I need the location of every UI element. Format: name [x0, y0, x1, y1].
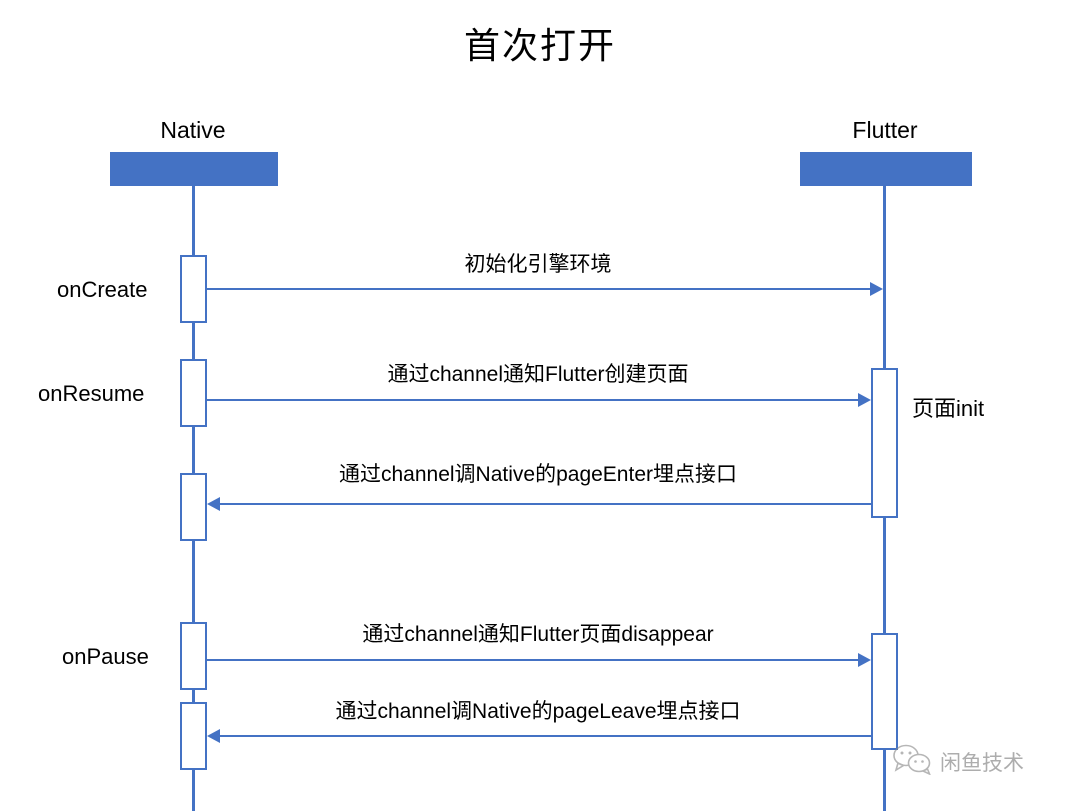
- side-label-page-init: 页面init: [912, 396, 985, 421]
- message-label-page-disappear: 通过channel通知Flutter页面disappear: [362, 623, 714, 646]
- activation-native-on-create: [180, 255, 207, 323]
- wechat-bubble-icon: [893, 743, 931, 780]
- message-label-init-engine: 初始化引擎环境: [464, 253, 612, 276]
- activation-native-page-leave: [180, 702, 207, 770]
- activation-native-on-resume: [180, 359, 207, 427]
- message-line-init-engine: [207, 288, 877, 290]
- message-line-notify-create-page: [207, 399, 865, 401]
- activation-flutter-page-disappear: [871, 633, 898, 750]
- activation-native-on-pause: [180, 622, 207, 690]
- participant-header-flutter: [800, 152, 972, 186]
- message-label-notify-create-page: 通过channel通知Flutter创建页面: [387, 363, 689, 386]
- page-title: 首次打开: [463, 25, 616, 66]
- participant-label-native: Native: [160, 117, 226, 143]
- lifecycle-label-on-resume: onResume: [38, 381, 145, 406]
- message-label-page-leave: 通过channel调Native的pageLeave埋点接口: [335, 700, 741, 723]
- arrow-head-right-icon: [858, 393, 871, 407]
- arrow-head-left-icon: [207, 729, 220, 743]
- watermark-text: 闲鱼技术: [940, 750, 1024, 775]
- activation-native-page-enter: [180, 473, 207, 541]
- arrow-head-left-icon: [207, 497, 220, 511]
- watermark: 闲鱼技术: [893, 743, 1024, 780]
- arrow-head-right-icon: [870, 282, 883, 296]
- message-line-page-leave: [220, 735, 871, 737]
- arrow-head-right-icon: [858, 653, 871, 667]
- message-line-page-enter: [220, 503, 871, 505]
- lifecycle-label-on-create: onCreate: [57, 277, 148, 302]
- message-line-page-disappear: [207, 659, 865, 661]
- participant-label-flutter: Flutter: [852, 117, 918, 143]
- lifecycle-label-on-pause: onPause: [62, 644, 149, 669]
- message-label-page-enter: 通过channel调Native的pageEnter埋点接口: [339, 463, 737, 486]
- participant-header-native: [110, 152, 278, 186]
- activation-flutter-page-init: [871, 368, 898, 518]
